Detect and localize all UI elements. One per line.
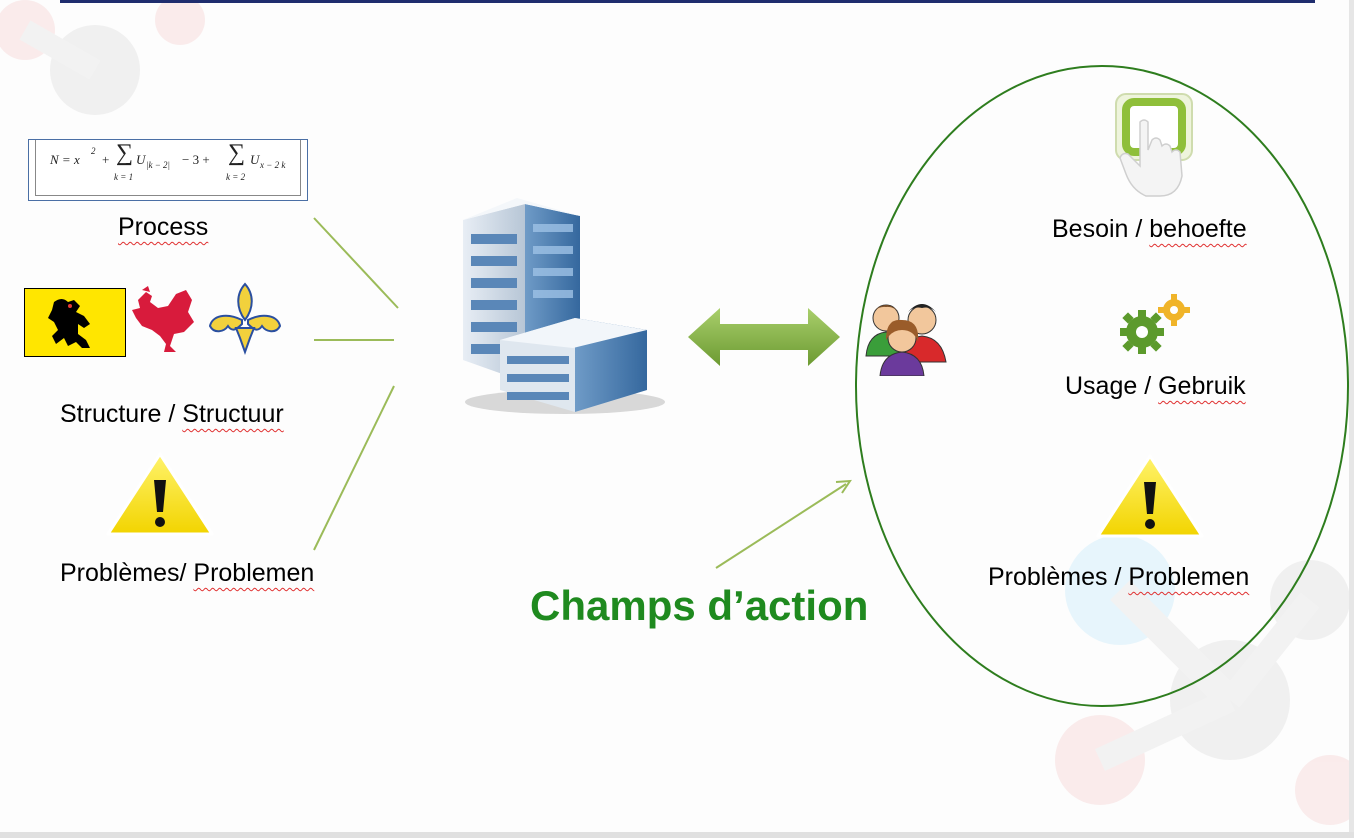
usage-label-fr: Usage / (1065, 372, 1159, 400)
formula-term2-sub: x − 2 k (260, 160, 286, 170)
sum2-lower-bound: k = 2 (226, 172, 246, 182)
window-right-edge (1349, 0, 1354, 838)
problems-label-right-fr: Problèmes / (988, 563, 1129, 591)
problems-label-left: Problèmes/ Problemen (60, 559, 314, 588)
formula-minus-three: − 3 + (182, 152, 210, 167)
top-rule (60, 0, 1315, 3)
action-field-ellipse (855, 65, 1349, 707)
formula-content: N = x 2 + ∑ k = 1 U |k − 2| − 3 + ∑ k = … (35, 140, 301, 196)
warning-icon-right (1096, 454, 1204, 538)
besoin-label: Besoin / behoefte (1052, 215, 1247, 244)
connector-process (313, 217, 399, 309)
formula-plus: + (102, 152, 110, 167)
office-building-icon (463, 198, 665, 414)
structure-label-fr: Structure / (60, 400, 183, 428)
process-label: Process (118, 213, 209, 241)
problems-label-left-nl: Problemen (193, 559, 315, 587)
brussels-iris-icon (208, 282, 282, 355)
formula-image: N = x 2 + ∑ k = 1 U |k − 2| − 3 + ∑ k = … (28, 139, 308, 201)
sum1-lower-bound: k = 1 (114, 172, 134, 182)
besoin-label-fr: Besoin / (1052, 215, 1150, 243)
formula-lhs: N = x (50, 152, 80, 167)
warning-icon (106, 452, 214, 536)
problems-label-right: Problèmes / Problemen (988, 563, 1249, 592)
pointer-arrow (715, 479, 852, 569)
formula-term1-sub: |k − 2| (146, 160, 171, 170)
formula-term2: U (250, 152, 260, 167)
touch-button-icon (1115, 93, 1193, 197)
structure-label: Structure / Structuur (60, 400, 284, 429)
walloon-rooster-icon (132, 286, 194, 352)
structure-label-nl: Structuur (182, 400, 284, 428)
problems-label-left-fr: Problèmes/ (60, 559, 194, 587)
problems-label-right-nl: Problemen (1128, 563, 1250, 591)
sum-symbol-1: ∑ (116, 140, 134, 166)
connector-lines (313, 217, 399, 551)
usage-label: Usage / Gebruik (1065, 372, 1246, 401)
besoin-label-nl: behoefte (1149, 215, 1247, 243)
flanders-flag-icon (24, 288, 126, 357)
sum-symbol-2: ∑ (228, 140, 246, 166)
connector-problems (313, 385, 395, 551)
window-bottom-edge (0, 832, 1354, 838)
double-arrow-icon[interactable] (686, 306, 842, 368)
champs-action-label: Champs d’action (530, 582, 869, 629)
gears-icon (1120, 294, 1190, 354)
users-group-icon (865, 304, 947, 376)
usage-label-nl: Gebruik (1158, 372, 1246, 400)
formula-term1: U (136, 152, 146, 167)
formula-exponent: 2 (91, 146, 96, 156)
